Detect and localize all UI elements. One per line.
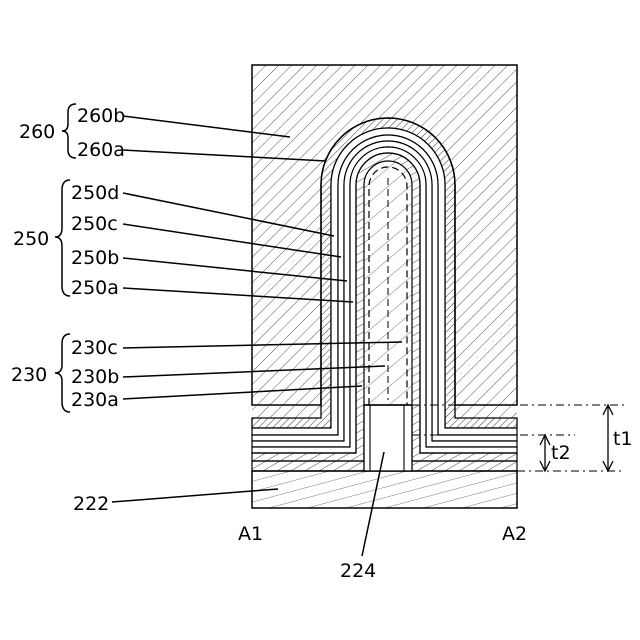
label-250d: 250d bbox=[71, 182, 119, 204]
label-250c: 250c bbox=[71, 213, 118, 235]
label-t1: t1 bbox=[613, 428, 633, 450]
layer-224 bbox=[364, 405, 412, 471]
label-t2: t2 bbox=[551, 442, 571, 464]
label-250a: 250a bbox=[71, 277, 119, 299]
group-label-250: 250 bbox=[13, 228, 49, 250]
label-230a: 230a bbox=[71, 389, 119, 411]
group-label-230: 230 bbox=[11, 364, 47, 386]
label-260b: 260b bbox=[77, 105, 125, 127]
label-250b: 250b bbox=[71, 247, 119, 269]
layer-222 bbox=[252, 471, 517, 508]
label-A2: A2 bbox=[502, 523, 527, 545]
layer-260b-left bbox=[252, 405, 321, 418]
label-224: 224 bbox=[340, 560, 376, 582]
brace-250 bbox=[55, 180, 70, 296]
label-A1: A1 bbox=[238, 523, 263, 545]
brace-230 bbox=[55, 334, 70, 412]
label-230b: 230b bbox=[71, 366, 119, 388]
label-230c: 230c bbox=[71, 337, 118, 359]
layer-260b-right bbox=[455, 405, 517, 418]
label-222: 222 bbox=[73, 493, 109, 515]
label-260a: 260a bbox=[77, 139, 125, 161]
brace-260 bbox=[62, 104, 76, 158]
group-label-260: 260 bbox=[19, 121, 55, 143]
